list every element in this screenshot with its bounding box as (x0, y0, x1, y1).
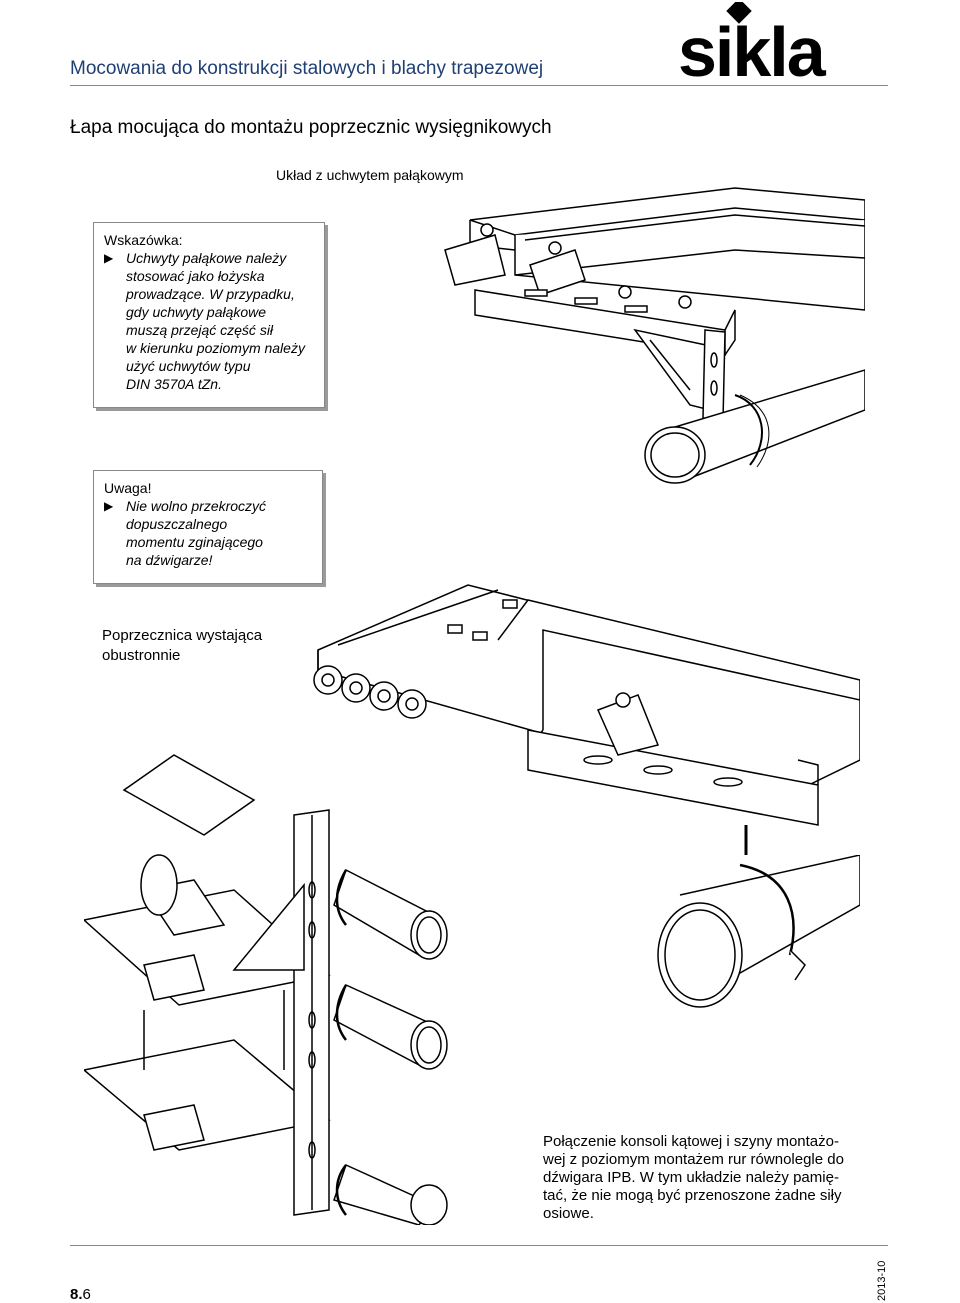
drawing-suspended-pipe (640, 855, 860, 1015)
page-index: 6 (82, 1286, 91, 1303)
logo-text: sikla (678, 13, 827, 84)
drawing-cantilever-bow-clamp (435, 180, 865, 490)
footer-rule (70, 1245, 888, 1246)
caption-line: wej z poziomym montażem rur równolegle d… (543, 1151, 844, 1168)
second-label: Poprzecznica wystająca obustronnie (102, 626, 262, 666)
note-line: muszą przejąć część sił (126, 322, 274, 338)
caption-line: tać, że nie mogą być przenoszone żadne s… (543, 1187, 842, 1204)
note-box: Wskazówka: ▶ Uchwyty pałąkowe należy sto… (93, 222, 325, 408)
page-title: Łapa mocująca do montażu poprzecznic wys… (70, 117, 552, 138)
note-line: w kierunku poziomym należy (126, 340, 305, 356)
note-line: użyć uchwytów typu (126, 358, 251, 374)
warning-line: Nie wolno przekroczyć (126, 498, 267, 514)
chapter-number: 8. (70, 1286, 83, 1303)
drawing-angle-bracket-pipes (84, 740, 454, 1225)
header-section-title: Mocowania do konstrukcji stalowych i bla… (70, 58, 544, 79)
edition-date: 2013-10 (876, 1260, 888, 1301)
caption-line: Połączenie konsoli kątowej i szyny monta… (543, 1133, 839, 1150)
note-line: prowadzące. W przypadku, (126, 286, 295, 302)
bullet-arrow-icon: ▶ (104, 499, 114, 513)
note-line: gdy uchwyty pałąkowe (126, 304, 267, 320)
warning-heading: Uwaga! (104, 480, 152, 496)
note-heading: Wskazówka: (104, 232, 183, 248)
second-label-line: obustronnie (102, 647, 181, 664)
caption-line: dźwigara IPB. W tym układzie należy pami… (543, 1169, 839, 1186)
second-label-line: Poprzecznica wystająca (102, 627, 263, 644)
warning-line: na dźwigarze! (126, 552, 213, 568)
warning-bullet: ▶ Nie wolno przekroczyć dopuszczalnego m… (104, 497, 312, 569)
warning-line: momentu zginającego (126, 534, 263, 550)
note-line: stosować jako łożyska (126, 268, 265, 284)
caption-line: osiowe. (543, 1205, 594, 1222)
note-line: DIN 3570A tZn. (126, 376, 222, 392)
warning-line: dopuszczalnego (126, 516, 228, 532)
warning-text: Nie wolno przekroczyć dopuszczalnego mom… (126, 497, 266, 569)
note-line: Uchwyty pałąkowe należy (126, 250, 287, 266)
drawing-double-sided-cantilever (298, 570, 860, 860)
header-rule (70, 85, 888, 86)
page-number: 8.6 (70, 1286, 91, 1303)
sikla-logo: sikla (678, 2, 829, 84)
section-label: Układ z uchwytem pałąkowym (276, 167, 464, 183)
note-text: Uchwyty pałąkowe należy stosować jako ło… (126, 249, 305, 393)
figure-caption: Połączenie konsoli kątowej i szyny monta… (543, 1133, 844, 1223)
warning-box: Uwaga! ▶ Nie wolno przekroczyć dopuszcza… (93, 470, 323, 584)
logo-diamond (726, 2, 752, 24)
note-bullet: ▶ Uchwyty pałąkowe należy stosować jako … (104, 249, 314, 393)
bullet-arrow-icon: ▶ (104, 251, 114, 265)
